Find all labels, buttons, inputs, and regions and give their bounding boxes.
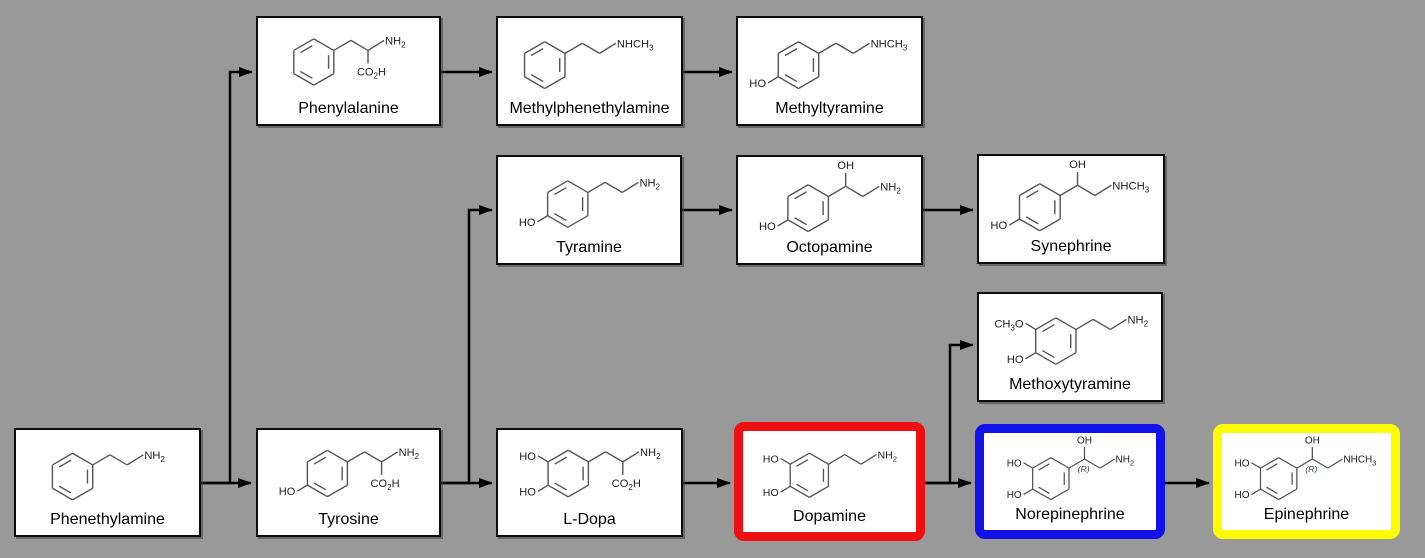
svg-text:OH: OH [1069,159,1086,171]
arrow-tyrosine-to-tyramine [441,205,493,485]
svg-text:HO: HO [763,487,779,499]
svg-text:NH2: NH2 [399,447,420,461]
svg-text:NH2: NH2 [1128,314,1149,328]
svg-text:HO: HO [763,453,779,465]
node-norepinephrine: NH2 OH (R) HO HO Norepinephrine [975,424,1165,539]
norepinephrine-chemical-structure: NH2 OH (R) HO HO [1007,435,1135,501]
node-label: L-Dopa [563,511,616,528]
svg-text:HO: HO [749,78,766,90]
octopamine-chemical-structure: NH2 OH HO [759,160,901,233]
node-label: Epinephrine [1263,506,1350,523]
node-octopamine: NH2 OH HO Octopamine [736,155,923,265]
svg-text:OH: OH [1077,435,1092,446]
arrow-phenethylamine-to-phenylalanine [201,67,253,485]
node-label: Phenethylamine [50,511,165,528]
svg-text:HO: HO [519,451,536,463]
svg-text:(R): (R) [1078,464,1090,474]
node-label: Methoxytyramine [1009,376,1131,393]
svg-text:HO: HO [1235,458,1250,469]
node-label: Synephrine [1030,238,1112,255]
svg-text:NH2: NH2 [385,35,406,49]
svg-text:HO: HO [990,220,1007,232]
svg-text:OH: OH [837,160,854,172]
node-epinephrine: NHCH3 OH (R) HO HO Epinephrine [1213,424,1400,539]
epinephrine-chemical-structure: NHCH3 OH (R) HO HO [1235,435,1377,501]
node-label: Methyltyramine [775,100,884,117]
svg-text:HO: HO [279,486,296,498]
svg-text:OH: OH [1305,435,1320,446]
synephrine-chemical-structure: NHCH3 OH HO [990,159,1149,232]
node-label: Tyrosine [318,511,379,528]
node-label: Phenylalanine [298,100,399,117]
methylphenethylamine-chemical-structure: NHCH3 [523,38,654,90]
svg-text:CH3O: CH3O [994,318,1024,332]
svg-text:NH2: NH2 [144,450,165,464]
svg-text:(R): (R) [1305,464,1317,474]
svg-text:CO2H: CO2H [612,478,641,492]
node-label: Methylphenethylamine [509,100,670,117]
node-label: Dopamine [793,508,866,525]
svg-text:NHCH3: NHCH3 [1343,455,1376,468]
node-label: Octopamine [786,239,873,256]
svg-text:NHCH3: NHCH3 [871,38,908,52]
phenethylamine-chemical-structure: NH2 [51,450,165,501]
svg-text:NHCH3: NHCH3 [617,38,654,52]
node-synephrine: NHCH3 OH HO Synephrine [977,154,1165,264]
svg-text:HO: HO [1007,354,1024,366]
svg-text:HO: HO [759,221,776,233]
svg-text:CO2H: CO2H [371,478,400,492]
svg-text:HO: HO [1235,490,1250,501]
svg-text:NH2: NH2 [640,447,661,461]
svg-text:HO: HO [1007,458,1022,469]
svg-text:NHCH3: NHCH3 [1112,180,1149,194]
svg-text:NH2: NH2 [1116,455,1135,468]
arrow-dopamine-to-methoxytyramine [925,340,974,485]
svg-text:NH2: NH2 [877,449,897,463]
svg-text:HO: HO [519,217,536,229]
node-label: Tyramine [556,239,622,256]
svg-text:NH2: NH2 [639,177,660,191]
svg-text:NH2: NH2 [880,181,901,195]
node-label: Norepinephrine [1015,506,1125,523]
svg-text:HO: HO [1007,490,1022,501]
svg-text:CO2H: CO2H [357,67,386,81]
svg-text:HO: HO [519,486,536,498]
